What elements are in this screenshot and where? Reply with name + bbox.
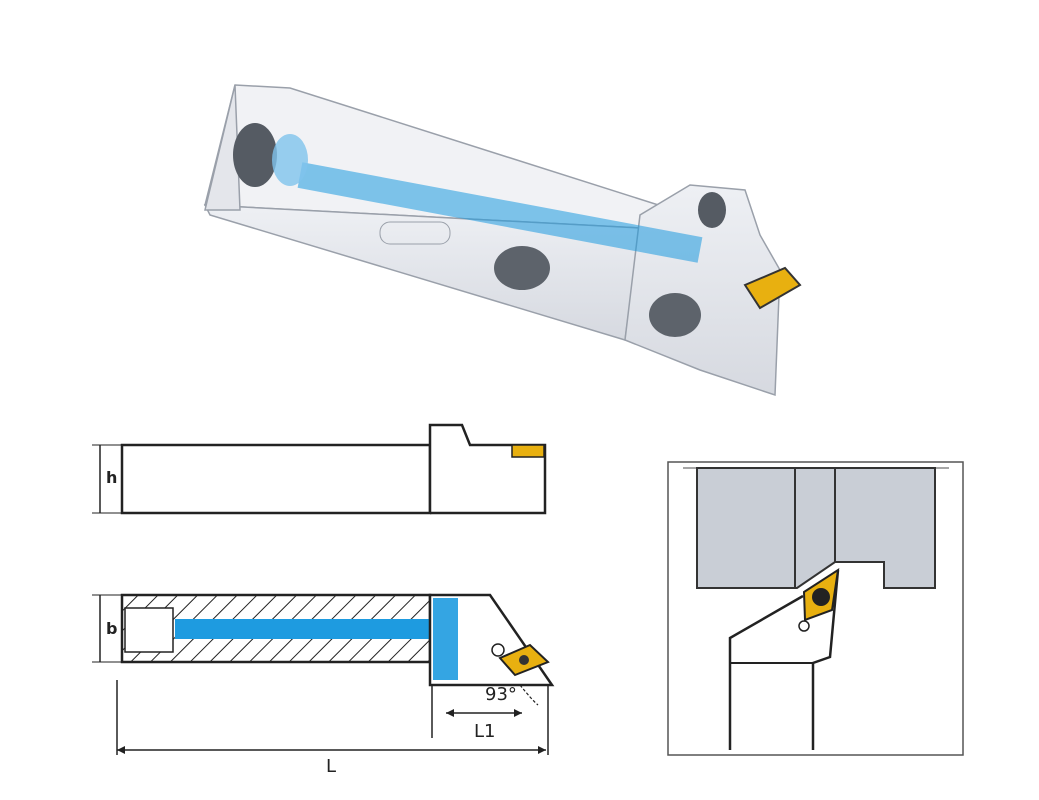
L1-label: L1 — [474, 721, 495, 742]
coolant-fitting — [272, 134, 308, 186]
angle-label: 93° — [485, 684, 517, 705]
isometric-3d-view — [203, 84, 802, 397]
head-side — [428, 423, 547, 515]
coolant-channel — [297, 162, 703, 263]
section-view: b L1 L 93° — [92, 593, 555, 777]
insert-screw-inset — [812, 588, 830, 606]
slot — [379, 221, 451, 245]
L-label: L — [326, 756, 336, 777]
insert-3d — [743, 266, 802, 310]
insert-side — [511, 444, 545, 458]
coolant-head — [433, 598, 458, 680]
side-view: h — [92, 423, 547, 515]
application-inset — [667, 461, 964, 756]
b-label: b — [106, 619, 117, 638]
h-label: h — [106, 468, 117, 487]
workpiece — [696, 467, 936, 589]
insert-screw — [519, 655, 529, 665]
coolant-bore — [175, 619, 430, 639]
screw-head — [649, 293, 701, 337]
screw-mid — [494, 246, 550, 290]
plug-section — [124, 607, 174, 653]
clamp-screw — [698, 192, 726, 228]
tool-holder — [728, 594, 804, 750]
coolant-plug-rear — [233, 123, 277, 187]
shank-side — [120, 443, 432, 515]
angle-arc — [519, 684, 539, 706]
